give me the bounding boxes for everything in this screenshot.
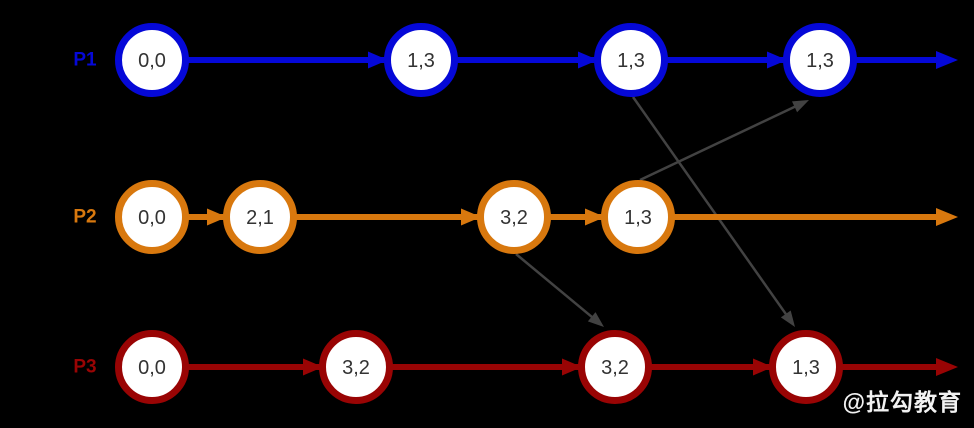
- axis-arrowhead-icon: [936, 51, 958, 69]
- message-arrowhead-icon: [791, 100, 809, 113]
- message-arrowhead-icon: [587, 312, 604, 327]
- event-node-circle: [601, 180, 675, 254]
- axis-arrowhead-icon: [585, 208, 605, 226]
- process-label-P2: P2: [73, 207, 96, 228]
- event-clock-value: 1,3: [806, 50, 834, 72]
- event-node-P1-2: 1,3: [384, 23, 458, 97]
- event-clock-value: 1,3: [792, 357, 820, 379]
- event-node-P1-4: 1,3: [783, 23, 857, 97]
- event-node-circle: [115, 180, 189, 254]
- event-node-circle: [115, 23, 189, 97]
- axis-arrowhead-icon: [936, 208, 958, 226]
- message-arrow: [515, 253, 604, 327]
- event-node-circle: [477, 180, 551, 254]
- event-node-P1-3: 1,3: [594, 23, 668, 97]
- axis-arrowhead-icon: [767, 51, 787, 69]
- event-node-circle: [319, 330, 393, 404]
- message-line: [631, 96, 788, 317]
- axis-arrowhead-icon: [753, 358, 773, 376]
- event-node-P1-1: 0,0: [115, 23, 189, 97]
- event-clock-value: 1,3: [624, 207, 652, 229]
- axis-arrowhead-icon: [368, 51, 388, 69]
- event-clock-value: 3,2: [601, 357, 629, 379]
- event-node-circle: [223, 180, 297, 254]
- process-label-P3: P3: [73, 357, 96, 378]
- event-clock-value: 1,3: [407, 50, 435, 72]
- process-label-P1: P1: [73, 50, 97, 71]
- event-node-P2-3: 3,2: [477, 180, 551, 254]
- message-arrow: [631, 96, 795, 327]
- message-arrow: [639, 100, 809, 182]
- event-node-circle: [769, 330, 843, 404]
- watermark: @拉勾教育: [842, 389, 962, 415]
- message-line: [639, 104, 797, 182]
- event-clock-value: 0,0: [138, 357, 166, 379]
- axis-arrowhead-icon: [207, 208, 227, 226]
- event-node-P2-1: 0,0: [115, 180, 189, 254]
- event-clock-value: 3,2: [500, 207, 528, 229]
- axis-arrowhead-icon: [461, 208, 481, 226]
- event-clock-value: 2,1: [246, 207, 274, 229]
- axis-arrowhead-icon: [578, 51, 598, 69]
- event-node-circle: [115, 330, 189, 404]
- message-arrowhead-icon: [780, 310, 795, 327]
- event-node-P3-2: 3,2: [319, 330, 393, 404]
- axis-arrowhead-icon: [562, 358, 582, 376]
- event-node-circle: [594, 23, 668, 97]
- event-node-P3-4: 1,3: [769, 330, 843, 404]
- event-clock-value: 3,2: [342, 357, 370, 379]
- event-node-P2-2: 2,1: [223, 180, 297, 254]
- event-clock-value: 1,3: [617, 50, 645, 72]
- event-node-circle: [783, 23, 857, 97]
- event-node-P3-1: 0,0: [115, 330, 189, 404]
- message-line: [515, 253, 595, 320]
- event-node-circle: [384, 23, 458, 97]
- event-node-P2-4: 1,3: [601, 180, 675, 254]
- axis-arrowhead-icon: [303, 358, 323, 376]
- axis-arrowhead-icon: [936, 358, 958, 376]
- event-clock-value: 0,0: [138, 50, 166, 72]
- event-clock-value: 0,0: [138, 207, 166, 229]
- event-node-P3-3: 3,2: [578, 330, 652, 404]
- event-node-circle: [578, 330, 652, 404]
